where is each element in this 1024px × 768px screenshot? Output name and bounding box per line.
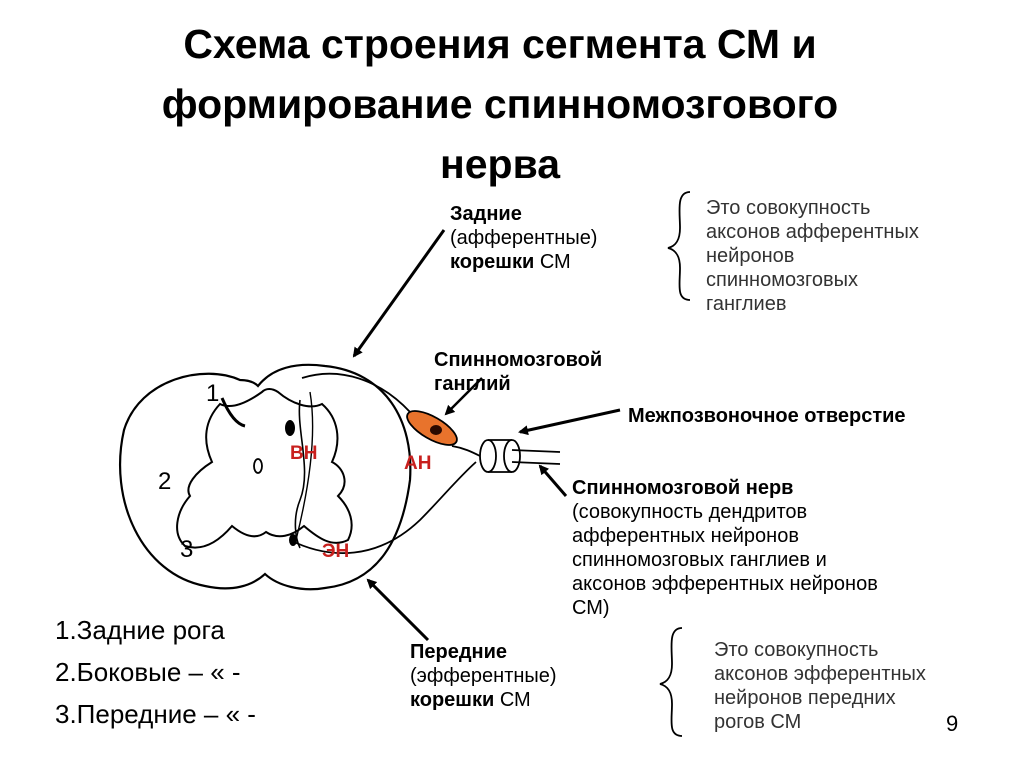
ventral-definition-line: Это совокупность	[714, 639, 879, 661]
arrow-to-spinal-nerve	[538, 464, 568, 497]
arrow-to-foramen	[518, 408, 621, 436]
horn-number-1: 1	[206, 380, 220, 407]
vn-label: ВН	[290, 443, 318, 464]
en-neuron-body	[289, 534, 297, 546]
title-line-2: формирование спинномозгового	[161, 81, 839, 127]
dorsal-definition-line: аксонов афферентных	[706, 221, 919, 243]
ventral-root-line	[289, 461, 477, 554]
en-label: ЭН	[322, 541, 350, 562]
page-number: 9	[946, 711, 959, 736]
ventral-root-title: Передние	[410, 641, 508, 663]
nerve-tube-body	[488, 439, 512, 473]
horn-number-2: 2	[158, 468, 172, 495]
ventral-root-label: Передние (эфферентные) корешки СМ	[410, 640, 557, 712]
legend-item-3: 3.Передние – « -	[55, 699, 256, 729]
ganglion-to-nerve-line	[451, 445, 481, 457]
efferent-process	[295, 391, 314, 541]
spinal-cord-outline	[119, 363, 412, 591]
dorsal-definition-line: нейронов	[706, 245, 795, 267]
ventral-root-type: (эфферентные)	[410, 665, 557, 687]
dorsal-root-cm: СМ	[534, 251, 571, 273]
ventral-root-cm: СМ	[494, 689, 531, 711]
title-line-1: Схема строения сегмента СМ и	[183, 21, 817, 67]
central-canal	[253, 458, 263, 474]
spinal-nerve-line: афферентных нейронов	[572, 525, 799, 547]
spinal-nerve-line: аксонов эфферентных нейронов	[572, 573, 878, 595]
spinal-nerve-line: СМ)	[572, 597, 610, 619]
ganglion-label-line-2: ганглий	[434, 373, 511, 395]
dorsal-root-title: Задние	[450, 203, 522, 225]
ventral-definition-line: аксонов эфферентных	[714, 663, 926, 685]
legend-item-1: 1.Задние рога	[55, 615, 225, 645]
legend-item-2: 2.Боковые – « -	[55, 657, 241, 687]
slide-title: Схема строения сегмента СМ и формировани…	[60, 14, 940, 194]
dorsal-root-roots: корешки	[450, 251, 535, 273]
ganglion-label: Спинномозговой ганглий	[434, 348, 602, 396]
vn-neuron-body	[285, 420, 295, 436]
horn-number-3: 3	[180, 536, 194, 563]
grey-matter	[176, 388, 353, 549]
brace-ventral	[659, 627, 683, 737]
ventral-root-roots: корешки	[410, 689, 495, 711]
foramen-label: Межпозвоночное отверстие	[628, 405, 906, 427]
spinal-nerve-heading: Спинномозговой нерв	[572, 477, 794, 499]
brace-dorsal	[667, 191, 691, 301]
dorsal-root-label: Задние (афферентные) корешки СМ	[450, 202, 597, 274]
nerve-tube-front	[503, 439, 521, 473]
afferent-process	[294, 399, 306, 549]
dorsal-definition-line: спинномозговых	[706, 269, 859, 291]
arrow-to-ganglion	[444, 377, 483, 416]
spinal-nerve-line: спинномозговых ганглиев и	[572, 549, 827, 571]
dorsal-root-type: (афферентные)	[450, 227, 598, 249]
ventral-definition-line: нейронов передних	[714, 687, 896, 709]
dorsal-definition-line: Это совокупность	[706, 197, 871, 219]
spinal-nerve-label: Спинномозговой нерв (совокупность дендри…	[572, 476, 878, 620]
dorsal-root-line	[301, 372, 411, 413]
title-line-3: нерва	[439, 141, 561, 187]
ganglion-label-line-1: Спинномозговой	[434, 349, 603, 371]
dorsal-definition: Это совокупность аксонов афферентных ней…	[706, 196, 919, 316]
spinal-nerve-line	[511, 449, 561, 465]
an-label: АН	[404, 453, 432, 474]
nerve-tube-end	[479, 439, 497, 473]
spinal-nerve-line: (совокупность дендритов	[572, 501, 808, 523]
arrow-to-dorsal-root	[352, 229, 446, 358]
arrow-to-ventral-root	[366, 578, 430, 642]
an-neuron-body	[430, 425, 442, 435]
ventral-definition-line: рогов СМ	[714, 711, 802, 733]
dorsal-definition-line: ганглиев	[706, 293, 787, 315]
ventral-definition: Это совокупность аксонов эфферентных ней…	[714, 638, 926, 734]
dorsal-horn-stroke	[220, 397, 246, 428]
